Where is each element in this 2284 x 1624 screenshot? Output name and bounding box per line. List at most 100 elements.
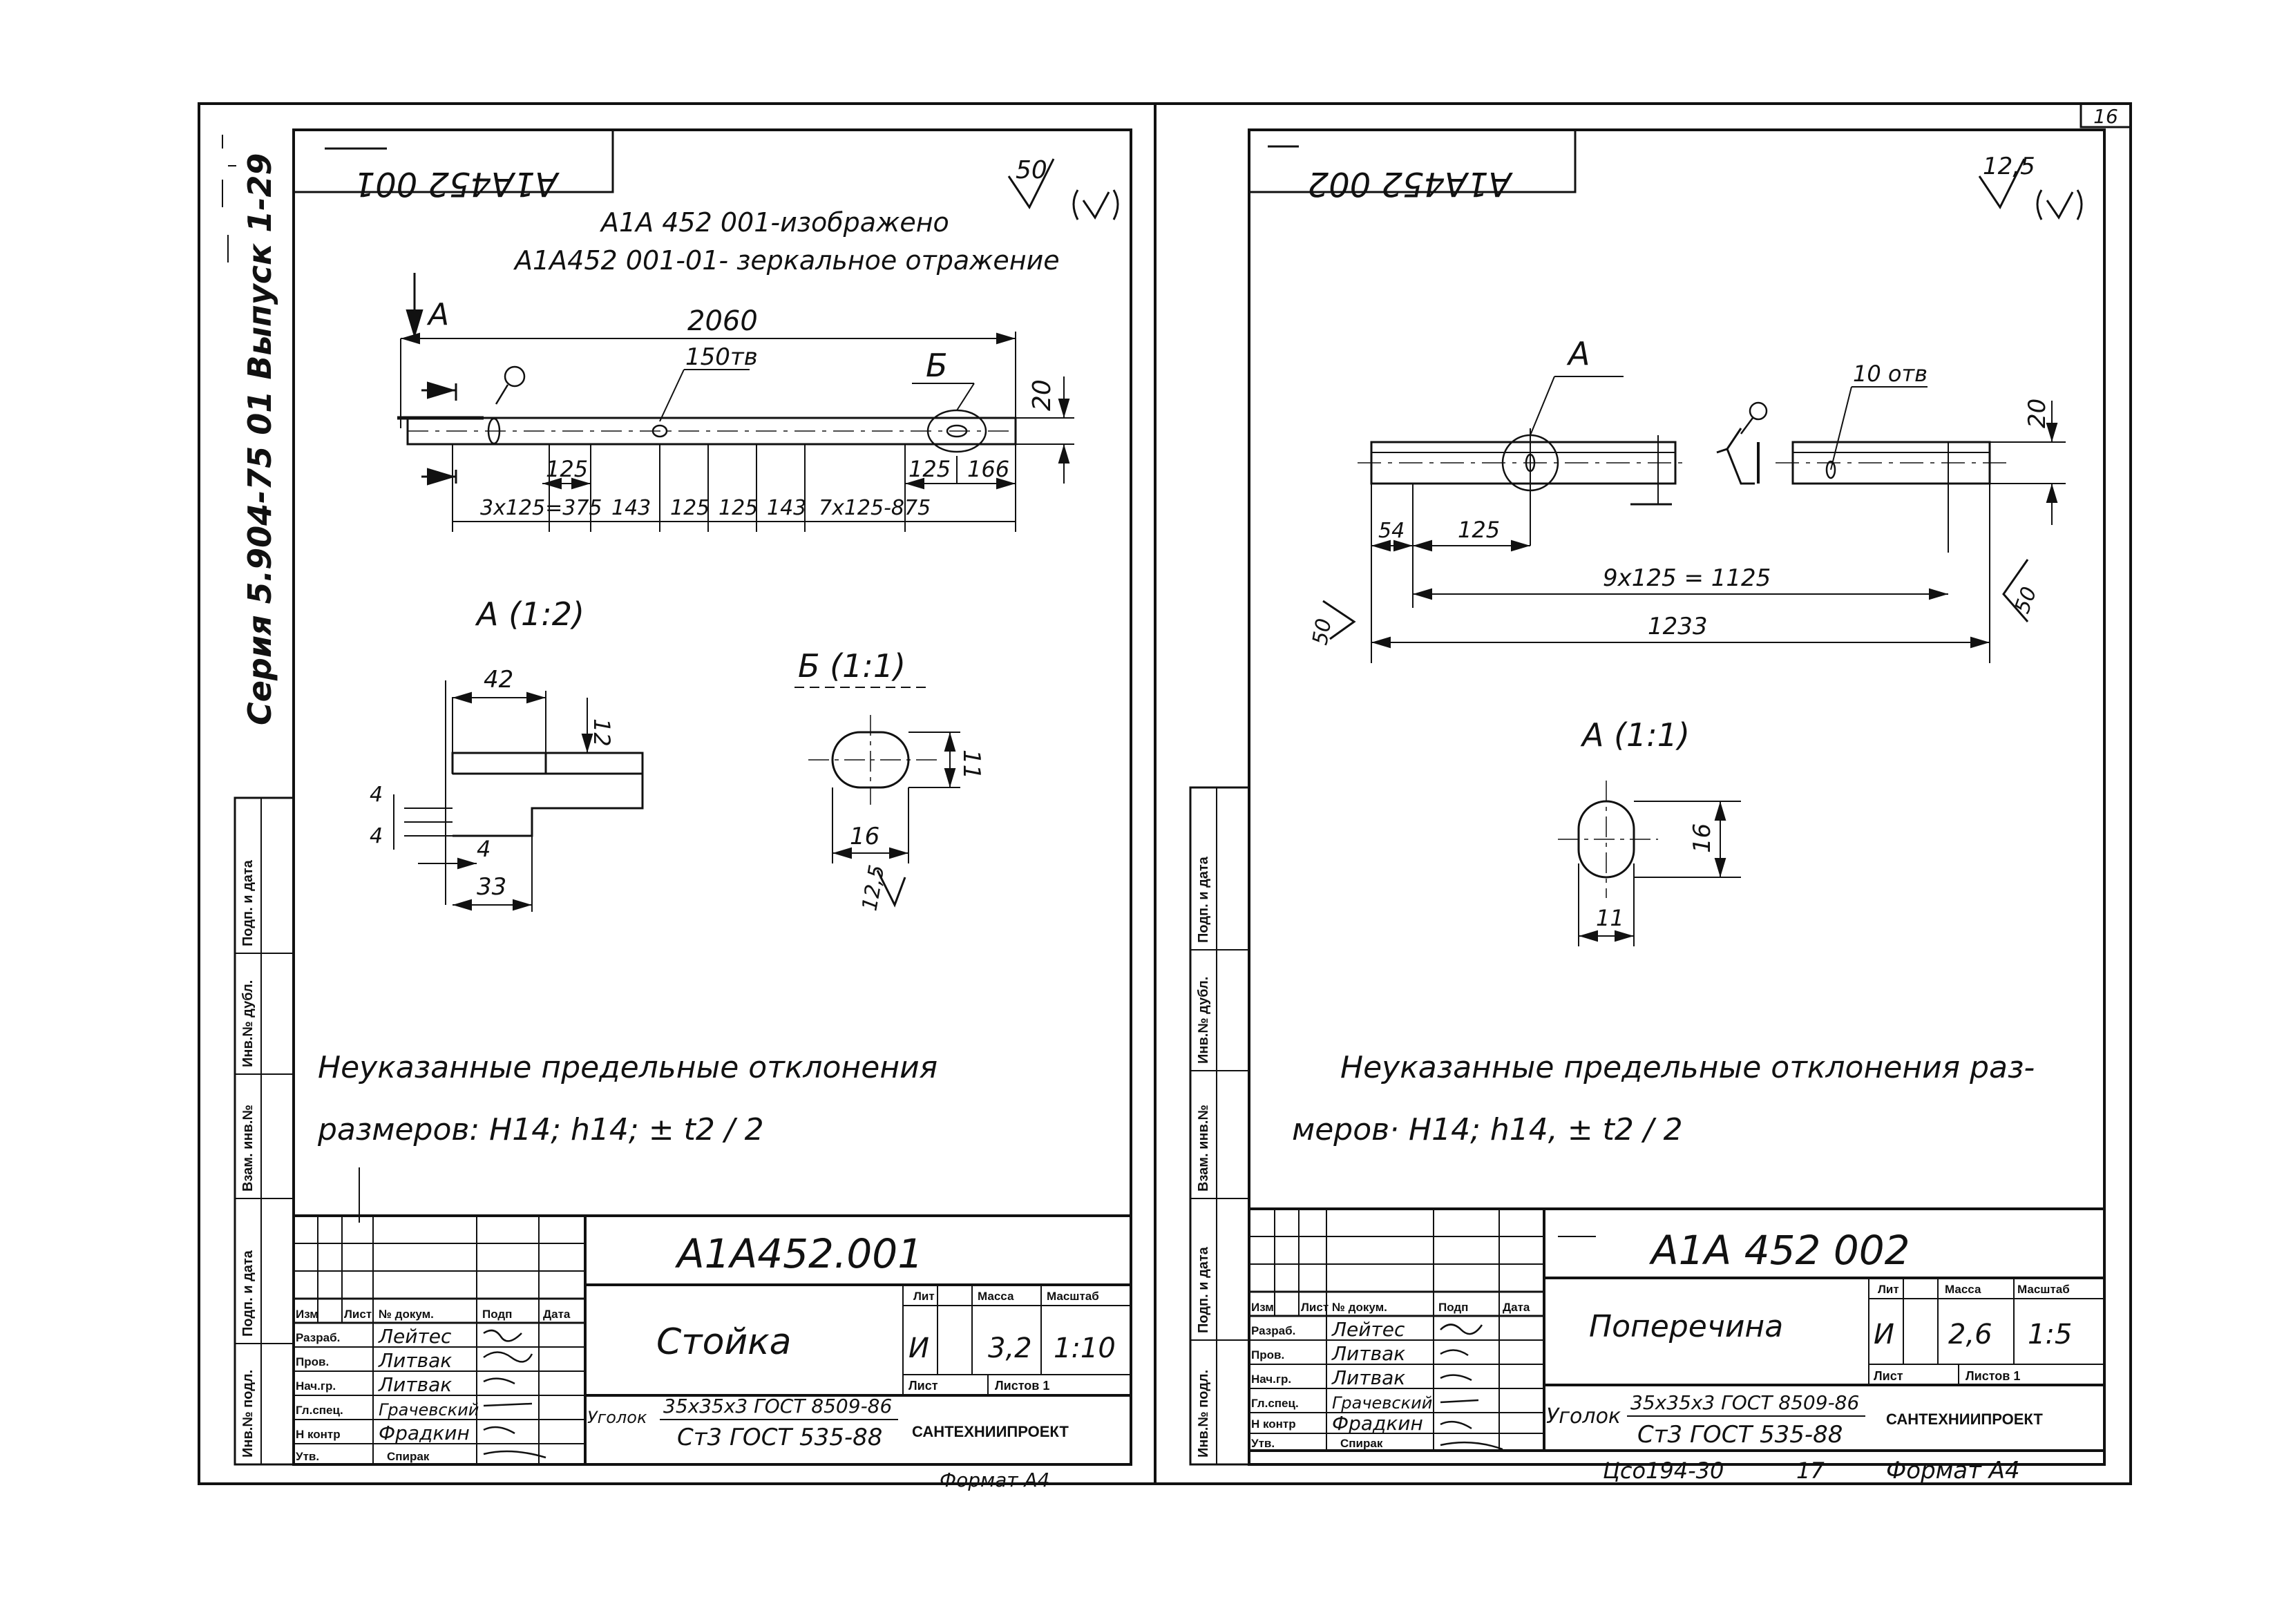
left-view-arrow-label: А bbox=[426, 297, 449, 332]
left-stamp-label-3: Инв.№ дубл. bbox=[240, 980, 256, 1067]
right-dim-height-20: 20 bbox=[2024, 399, 2051, 428]
left-lit-value: И bbox=[908, 1332, 929, 1364]
left-role-0: Разраб. bbox=[296, 1331, 340, 1344]
right-sheet: А1А452 002 12,5 А bbox=[1189, 128, 2106, 1484]
right-format: Формат А4 bbox=[1886, 1457, 2020, 1484]
left-sheets-label: Листов 1 bbox=[995, 1379, 1049, 1393]
left-hole-note: 150тв bbox=[685, 343, 758, 371]
right-rough-right: 50 bbox=[2010, 584, 2042, 617]
left-dim-bottom-4: 143 bbox=[767, 496, 806, 520]
right-lit-header: Лит bbox=[1878, 1283, 1899, 1296]
right-roughness-value: 12,5 bbox=[1983, 153, 2035, 180]
right-material-line2: Ст3 ГОСТ 535-88 bbox=[1637, 1421, 1843, 1449]
right-tolerance-line1: Неуказанные предельные отклонения раз- bbox=[1340, 1050, 2035, 1085]
left-roughness-mark: 50 bbox=[1007, 156, 1119, 220]
right-roughness-mark: 12,5 bbox=[1978, 153, 2083, 220]
left-material-line1: 35х35х3 ГОСТ 8509-86 bbox=[663, 1395, 892, 1417]
left-roles: Разраб. Лейтес Пров. Литвак Нач.гр. Литв… bbox=[296, 1325, 479, 1463]
right-rough-left: 50 bbox=[1308, 617, 1336, 647]
sheet-number: 16 bbox=[2093, 105, 2118, 128]
right-dim-1233: 1233 bbox=[1648, 613, 1708, 640]
right-mass-value: 2,6 bbox=[1948, 1319, 1992, 1350]
right-stamp-label-2: Взам. инв.№ bbox=[1196, 1105, 1211, 1192]
right-title-name: Поперечина bbox=[1589, 1309, 1783, 1344]
right-lit-value: И bbox=[1874, 1319, 1894, 1350]
left-dim-bottom-2: 125 bbox=[670, 496, 710, 520]
left-detail-a-d4b: 4 bbox=[370, 824, 383, 848]
left-roughness-value: 50 bbox=[1016, 156, 1047, 184]
left-side-stamp-column: Инв.№ подл. Подп. и дата Взам. инв.№ Инв… bbox=[234, 796, 295, 1466]
left-format: Формат А4 bbox=[940, 1469, 1049, 1491]
left-dim-bottom-1: 143 bbox=[611, 496, 651, 520]
right-detail-a-d11: 11 bbox=[1596, 905, 1624, 931]
left-role-2: Нач.гр. bbox=[296, 1379, 336, 1393]
right-dim-54: 54 bbox=[1378, 519, 1405, 543]
right-col-header-2: № докум. bbox=[1332, 1301, 1387, 1314]
left-note-line2: А1А452 001-01- зеркальное отражение bbox=[513, 245, 1060, 276]
left-dim-bottom-3: 125 bbox=[718, 496, 758, 520]
right-bottom-page: 17 bbox=[1796, 1458, 1825, 1484]
left-sheet: А1А452 001 50 А1А 452 001-изображено А1А… bbox=[234, 128, 1132, 1491]
right-scale-header: Масштаб bbox=[2017, 1283, 2070, 1296]
right-dim-125: 125 bbox=[1458, 517, 1500, 543]
left-note-line1: А1А 452 001-изображено bbox=[599, 207, 949, 238]
left-material-prefix: Уголок bbox=[587, 1408, 647, 1427]
right-detail-a-d16: 16 bbox=[1688, 823, 1716, 853]
right-material-line1: 35х35х3 ГОСТ 8509-86 bbox=[1630, 1391, 1859, 1414]
right-stamp-label-3: Инв.№ дубл. bbox=[1196, 977, 1211, 1064]
left-material-line2: Ст3 ГОСТ 535-88 bbox=[677, 1424, 882, 1451]
right-col-header-3: Подп bbox=[1438, 1301, 1468, 1314]
left-detail-a-title: А (1:2) bbox=[475, 595, 584, 633]
left-role-name-0: Лейтес bbox=[378, 1325, 452, 1348]
left-detail-b-d11: 11 bbox=[958, 749, 985, 779]
left-role-4: Н контр bbox=[296, 1428, 341, 1441]
left-title-block: А1А452.001 Стойка Изм Лист № докум. Подп… bbox=[292, 1214, 1132, 1491]
right-sheets-label: Листов 1 bbox=[1966, 1369, 2020, 1383]
right-detail-a-title: А (1:1) bbox=[1580, 716, 1690, 754]
right-view-arrow-label: А bbox=[1566, 335, 1590, 372]
left-dim-2060: 2060 bbox=[687, 305, 758, 337]
right-tolerance-line2: меров· Н14; h14, ± t2 / 2 bbox=[1292, 1112, 1683, 1147]
left-part-view: А 2060 150тв Б bbox=[397, 273, 1074, 532]
left-col-header-1: Лист bbox=[344, 1308, 372, 1321]
right-role-name-5: Спирак bbox=[1340, 1437, 1383, 1450]
left-title-name: Стойка bbox=[656, 1321, 791, 1363]
left-dim-bottom-5: 7х125-875 bbox=[819, 496, 931, 520]
right-role-4: Н контр bbox=[1251, 1417, 1296, 1431]
left-detail-b-d16: 16 bbox=[850, 823, 879, 850]
right-title-block: А1А 452 002 Поперечина Изм Лист № докум.… bbox=[1248, 1207, 2106, 1484]
right-role-3: Гл.спец. bbox=[1251, 1397, 1299, 1410]
left-role-name-5: Спирак bbox=[387, 1450, 430, 1463]
left-dim-height-20: 20 bbox=[1028, 379, 1056, 411]
series-vertical-text: Серия 5.904-75 01 Выпуск 1-29 bbox=[241, 153, 278, 725]
right-role-name-0: Лейтес bbox=[1331, 1318, 1405, 1341]
right-role-2: Нач.гр. bbox=[1251, 1373, 1291, 1386]
left-scale-value: 1:10 bbox=[1054, 1332, 1116, 1364]
right-role-1: Пров. bbox=[1251, 1348, 1284, 1362]
left-dim-125a: 125 bbox=[546, 456, 588, 482]
right-mass-header: Масса bbox=[1945, 1283, 1981, 1296]
left-col-header-0: Изм bbox=[296, 1308, 318, 1321]
left-title-designation: А1А452.001 bbox=[674, 1230, 923, 1277]
right-col-header-0: Изм bbox=[1251, 1301, 1274, 1314]
left-detail-b: Б (1:1) 11 16 12,5 bbox=[794, 647, 985, 913]
right-stamp-label-0: Инв.№ подл. bbox=[1196, 1370, 1211, 1458]
right-company: САНТЕХНИИПРОЕКТ bbox=[1886, 1411, 2043, 1428]
left-role-3: Гл.спец. bbox=[296, 1404, 343, 1417]
left-sheet-label: Лист bbox=[908, 1379, 938, 1393]
right-material-prefix: Уголок bbox=[1546, 1404, 1621, 1429]
right-col-header-1: Лист bbox=[1301, 1301, 1329, 1314]
right-role-name-1: Литвак bbox=[1331, 1342, 1405, 1365]
right-stamp-label-4: Подп. и дата bbox=[1196, 856, 1211, 943]
left-dim-166: 166 bbox=[967, 456, 1009, 482]
right-part-view: А 10 отв bbox=[1308, 335, 2066, 663]
right-role-name-3: Грачевский bbox=[1332, 1393, 1432, 1413]
outer-frame bbox=[198, 102, 2132, 1485]
right-sheet-label: Лист bbox=[1874, 1369, 1903, 1383]
left-mass-header: Масса bbox=[978, 1290, 1014, 1303]
right-role-0: Разраб. bbox=[1251, 1324, 1295, 1337]
left-detail-a-d12: 12 bbox=[589, 718, 615, 747]
left-role-name-2: Литвак bbox=[378, 1373, 452, 1396]
right-role-5: Утв. bbox=[1251, 1437, 1275, 1450]
